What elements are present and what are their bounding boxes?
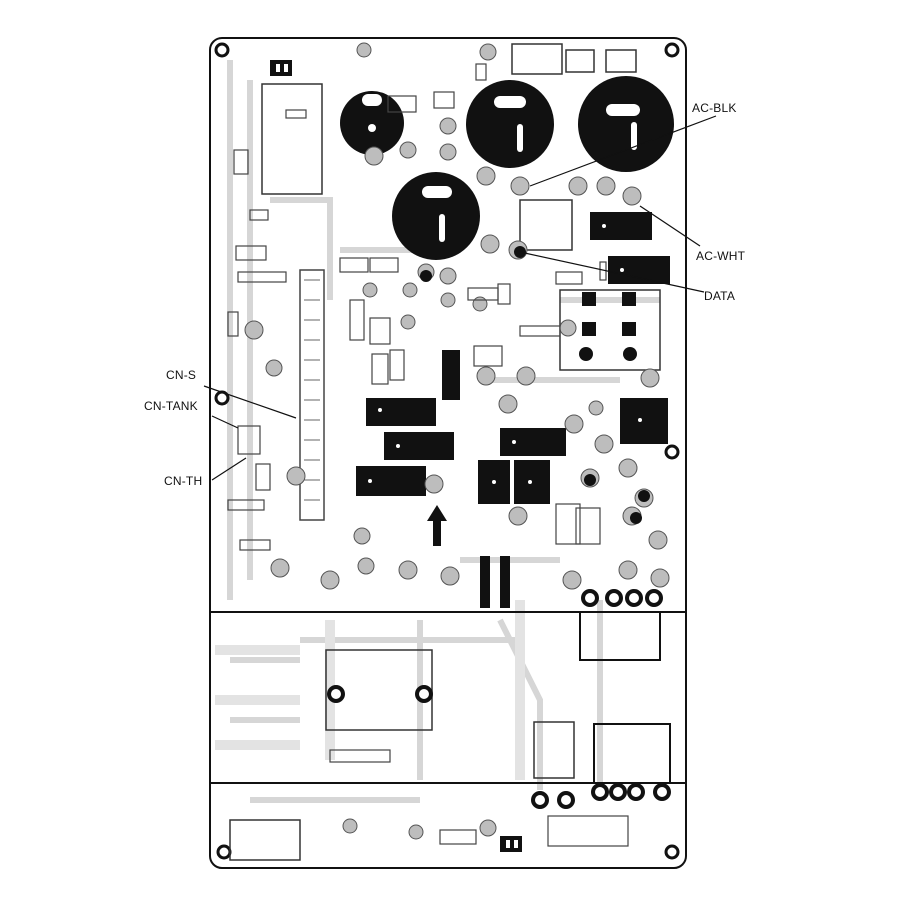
label-cn-tank: CN-TANK (144, 399, 198, 413)
capacitor-c3 (578, 76, 674, 172)
ic-strip (299, 269, 325, 521)
small-parts (227, 63, 629, 847)
transformer-outline (579, 612, 671, 784)
capacitor-c1 (340, 91, 404, 155)
capacitor-marks (420, 246, 650, 524)
black-components (356, 212, 670, 608)
label-cn-th: CN-TH (164, 474, 203, 488)
label-data: DATA (704, 289, 736, 303)
label-ac-blk: AC-BLK (692, 101, 737, 115)
callout-leaders (203, 115, 717, 481)
terminal-pads (327, 589, 671, 809)
label-ac-wht: AC-WHT (696, 249, 746, 263)
arrow-up-icon (427, 505, 447, 546)
label-cn-s: CN-S (166, 368, 197, 382)
mounting-hole-icon (214, 42, 680, 860)
capacitor-c2 (466, 80, 554, 168)
capacitor-c4 (392, 172, 480, 260)
